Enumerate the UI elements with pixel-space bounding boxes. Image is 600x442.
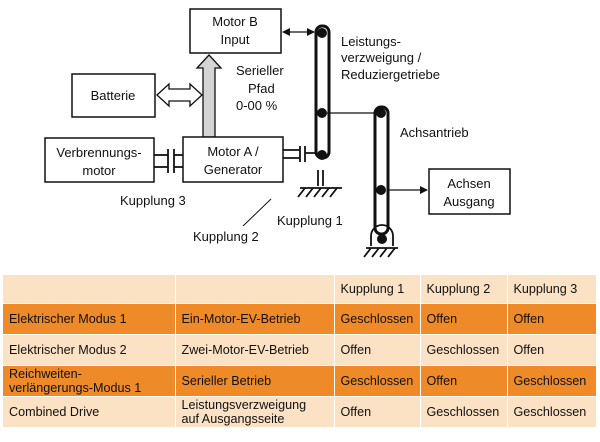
table-header-cell: Kupplung 1 (334, 275, 421, 304)
motor-b-box: Motor B Input (189, 8, 282, 54)
table-row: Elektrischer Modus 2 Zwei-Motor-EV-Betri… (3, 334, 597, 366)
powertrain-diagram: Motor B Input Batterie Serieller Pfad 0-… (44, 8, 511, 258)
table-header-cell (175, 275, 335, 304)
table-cell: Zwei-Motor-EV-Betrieb (175, 334, 335, 366)
kupplung-2-label: Kupplung 2 (193, 229, 259, 244)
motor-a-label-2: Generator (204, 162, 263, 177)
kupplung-2-symbol (283, 146, 322, 162)
leistungsverzweigung-line-3: Reduziergetriebe (341, 67, 440, 82)
table-row: Reichweiten-verlängerungs-Modus 1 Seriel… (3, 365, 597, 397)
table-cell: Offen (420, 365, 508, 397)
kupplung-3-symbol (154, 149, 183, 173)
table-cell: Geschlossen (420, 334, 508, 366)
table-cell: Geschlossen (420, 396, 508, 428)
achsen-ausgang-label-2: Ausgang (443, 194, 494, 209)
kupplung-1-ground (297, 170, 342, 198)
table-cell: Geschlossen (334, 365, 421, 397)
table-header-row: Kupplung 1 Kupplung 2 Kupplung 3 (3, 275, 597, 304)
verbrennungsmotor-box: Verbrennungs- motor (44, 137, 155, 183)
motor-a-box: Motor A / Generator (182, 136, 284, 183)
achsantrieb-label: Achsantrieb (400, 125, 469, 140)
verbrennungsmotor-label-1: Verbrennungs- (56, 145, 141, 160)
motor-b-label-1: Motor B (212, 14, 258, 29)
table-cell: Elektrischer Modus 2 (3, 334, 176, 366)
table-cell: Reichweiten-verlängerungs-Modus 1 (3, 365, 176, 397)
kupplung-2-pointer (242, 198, 272, 227)
shaft-node-middle (317, 108, 327, 118)
motor-b-label-2: Input (221, 32, 250, 47)
table-cell: Geschlossen (334, 303, 421, 335)
kupplung-1-label: Kupplung 1 (277, 213, 343, 228)
serieller-pfad-line-3: 0-00 % (236, 98, 278, 113)
table-cell: Serieller Betrieb (175, 365, 335, 397)
table-row: Elektrischer Modus 1 Ein-Motor-EV-Betrie… (3, 303, 597, 335)
motor-a-label-1: Motor A / (207, 144, 259, 159)
verbrennungsmotor-label-2: motor (82, 163, 116, 178)
power-split-shaft (314, 24, 331, 160)
table-header-cell: Kupplung 2 (420, 275, 508, 304)
table-cell: Ein-Motor-EV-Betrieb (175, 303, 335, 335)
shaft-node-top (317, 28, 327, 38)
axle-node-top (376, 108, 386, 118)
leistungsverzweigung-line-2: verzweigung / (341, 50, 422, 65)
table-header-cell (3, 275, 176, 304)
table-cell: Geschlossen (507, 365, 597, 397)
table-cell: Geschlossen (507, 396, 597, 428)
table-cell: Offen (334, 396, 421, 428)
table-cell: Offen (334, 334, 421, 366)
axle-drive-shaft (373, 105, 390, 236)
table-cell: Elektrischer Modus 1 (3, 303, 176, 335)
battery-double-arrow (156, 82, 203, 108)
axle-bearing-symbol (363, 224, 398, 258)
achsen-ausgang-label-1: Achsen (447, 176, 490, 191)
axle-node-output (376, 185, 386, 195)
serieller-pfad-line-2: Pfad (248, 81, 275, 96)
kupplung-3-label: Kupplung 3 (120, 193, 186, 208)
clutch-mode-table: Kupplung 1 Kupplung 2 Kupplung 3 Elektri… (3, 275, 597, 428)
table-cell: Combined Drive (3, 396, 176, 428)
leistungsverzweigung-line-1: Leistungs- (341, 34, 401, 49)
shaft-node-bottom (317, 150, 327, 160)
achsen-ausgang-box: Achsen Ausgang (428, 168, 511, 215)
table-header-cell: Kupplung 3 (507, 275, 597, 304)
serieller-pfad-text: Serieller Pfad 0-00 % (236, 63, 284, 113)
leistungsverzweigung-text: Leistungs- verzweigung / Reduziergetrieb… (341, 34, 440, 82)
table-cell: Offen (507, 334, 597, 366)
batterie-box: Batterie (71, 73, 156, 118)
batterie-label: Batterie (91, 88, 136, 103)
table-cell: Offen (420, 303, 508, 335)
serieller-pfad-line-1: Serieller (236, 63, 284, 78)
table-cell: Offen (507, 303, 597, 335)
serial-path-arrow (195, 54, 223, 138)
